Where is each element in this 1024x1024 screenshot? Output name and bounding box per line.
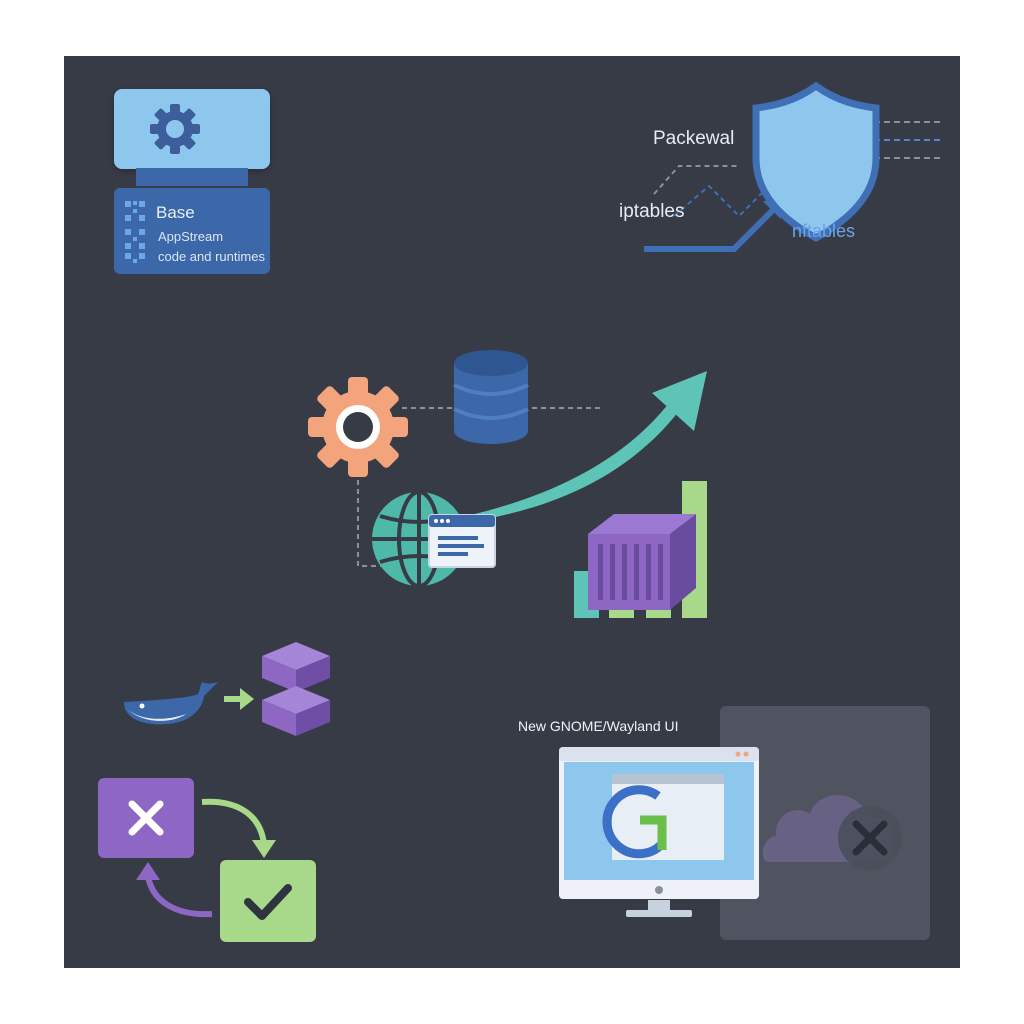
check-icon — [220, 860, 316, 942]
grid-icon — [125, 229, 145, 263]
container-icon — [588, 514, 696, 610]
arrow-right-icon — [224, 688, 254, 710]
cloud-icon — [762, 794, 902, 870]
cloud-error-icon — [838, 806, 902, 870]
close-icon — [98, 778, 194, 858]
whale-icon — [124, 682, 218, 725]
gear-icon — [150, 104, 200, 154]
firewall-diagram — [644, 81, 940, 252]
monitor-icon — [559, 747, 759, 917]
gnome-wayland-label: New GNOME/Wayland UI — [518, 718, 679, 734]
base-title: Base — [156, 203, 195, 222]
dashed-connectors — [357, 407, 604, 567]
packewal-label: Packewal — [653, 128, 735, 149]
trend-arrow — [462, 371, 707, 523]
g-logo-icon — [602, 785, 667, 859]
runtimes-label: code and runtimes — [158, 249, 265, 264]
cube-stack-icon — [262, 642, 330, 736]
diagram-canvas: Base AppStream code and runtimes Packewa… — [64, 56, 960, 968]
database-icon — [453, 350, 529, 444]
appstream-label: AppStream — [158, 229, 224, 244]
rollback-cycle — [98, 778, 316, 942]
browser-window-icon — [428, 514, 496, 568]
shield-icon — [752, 81, 880, 243]
base-card-connector — [136, 168, 248, 186]
iptables-label: iptables — [619, 201, 685, 222]
orange-gear-icon — [308, 377, 408, 477]
nftables-label: nftables — [792, 221, 856, 241]
grid-icon — [125, 201, 145, 221]
